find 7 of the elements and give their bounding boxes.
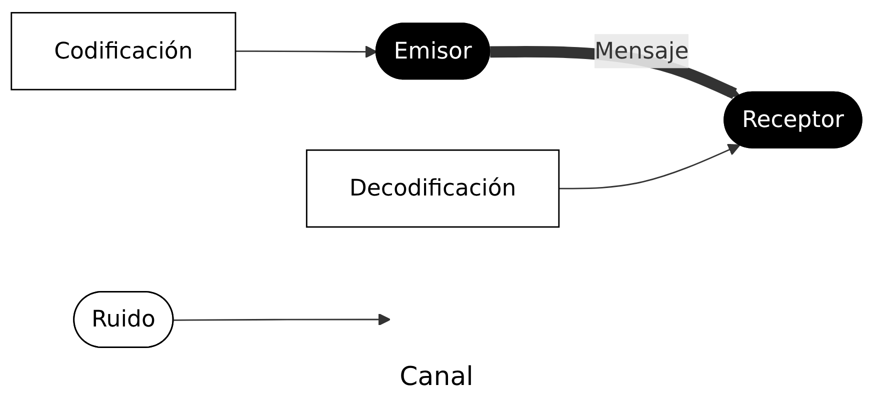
edge-label: Mensaje (594, 36, 689, 64)
node-box: Codificación (10, 12, 236, 90)
channel-label: Canal (400, 362, 474, 392)
arrow (558, 144, 740, 190)
node-box: Decodificación (306, 149, 560, 228)
arrow (235, 46, 378, 58)
arrow (174, 313, 391, 326)
